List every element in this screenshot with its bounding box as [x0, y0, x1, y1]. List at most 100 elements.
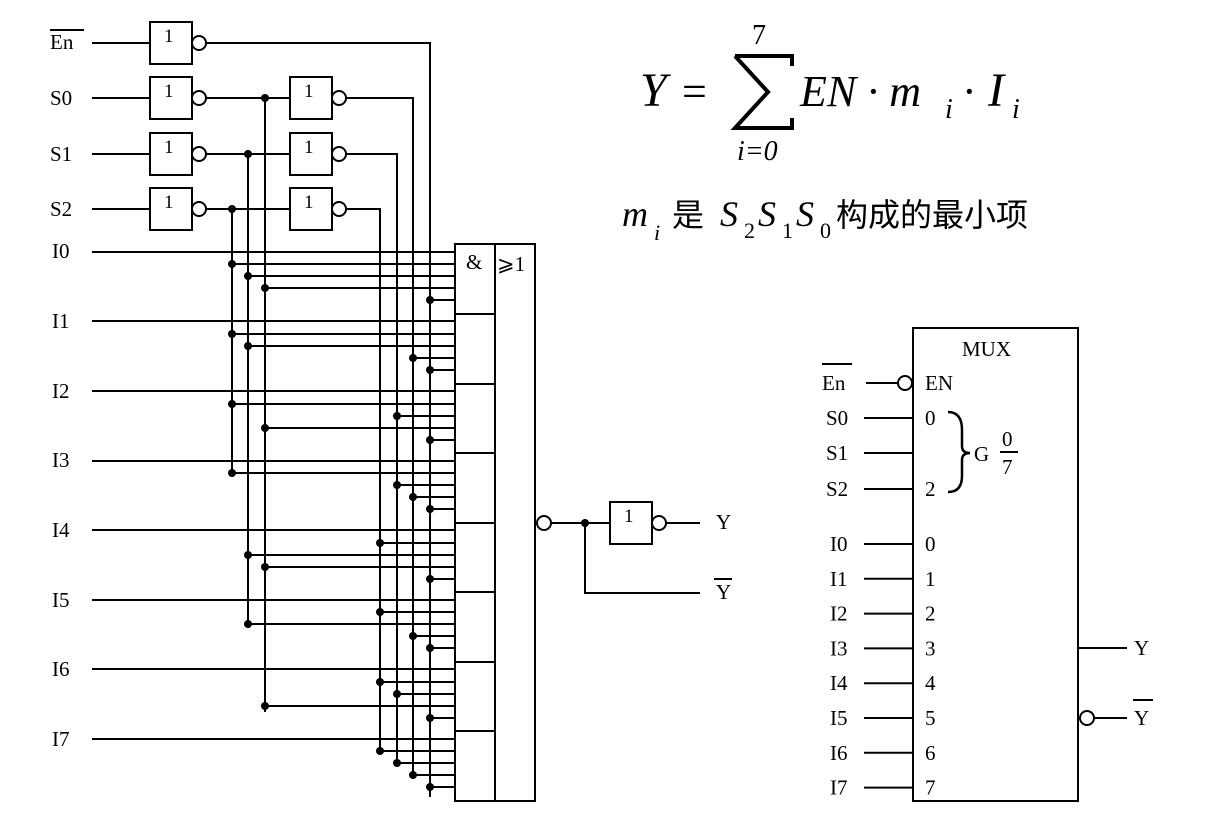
mux-data-pin-1: 1	[925, 567, 936, 591]
svg-text:=: =	[682, 67, 707, 116]
svg-text:Y: Y	[640, 64, 671, 117]
junction-dot	[409, 771, 417, 779]
mux-group-den: 7	[1002, 455, 1013, 479]
svg-text:1: 1	[164, 26, 174, 47]
mux-sel-pin-2: 2	[925, 477, 936, 501]
mux-out-y: Y	[1134, 636, 1149, 660]
select-input-wires	[92, 42, 150, 210]
junction-dot	[409, 354, 417, 362]
junction-dots	[228, 94, 434, 791]
svg-text:i: i	[654, 220, 660, 245]
input-label-s1: S1	[50, 142, 72, 166]
junction-dot	[244, 150, 252, 158]
inverter-s1-second: 1	[289, 132, 347, 176]
junction-dot	[261, 424, 269, 432]
input-label-i6: I6	[52, 657, 70, 681]
svg-text:0: 0	[820, 218, 831, 243]
mux-group-label: G	[974, 442, 989, 466]
svg-text:S: S	[758, 194, 776, 234]
junction-dot	[393, 690, 401, 698]
junction-dot	[426, 505, 434, 513]
junction-dot	[244, 620, 252, 628]
junction-dot	[376, 747, 384, 755]
mux-data-pin-4: 4	[925, 671, 936, 695]
input-label-s2: S2	[50, 197, 72, 221]
mux-en-pin: EN	[925, 371, 953, 395]
input-label-i4: I4	[52, 518, 70, 542]
mux-s0-input: S0	[826, 406, 848, 430]
svg-text:2: 2	[744, 218, 755, 243]
output-ybar-label: Y	[716, 580, 731, 604]
junction-dot	[426, 575, 434, 583]
svg-text:1: 1	[304, 81, 314, 102]
mux-outputs: Y Y	[1078, 636, 1153, 730]
mux-data-pin-3: 3	[925, 636, 936, 660]
mux-data-pin-5: 5	[925, 706, 936, 730]
input-label-s0: S0	[50, 86, 72, 110]
mux-data-input-2: I2	[830, 602, 848, 626]
junction-dot	[228, 469, 236, 477]
mux-data-pin-2: 2	[925, 602, 936, 626]
svg-text:m: m	[622, 194, 648, 234]
junction-dot	[261, 94, 269, 102]
and-or-block: & ⩾1	[454, 243, 552, 802]
svg-text:1: 1	[304, 137, 314, 158]
inverter-s2: 1	[149, 187, 207, 231]
mux-s2-input: S2	[826, 477, 848, 501]
junction-dot	[228, 205, 236, 213]
svg-text:是: 是	[672, 196, 704, 234]
junction-dot	[426, 366, 434, 374]
mux-data-pin-0: 0	[925, 532, 936, 556]
data-input-wires	[92, 251, 455, 740]
mux-s1-input: S1	[826, 441, 848, 465]
svg-text:1: 1	[164, 81, 174, 102]
input-label-en: En	[50, 30, 74, 54]
junction-dot	[376, 678, 384, 686]
input-label-i3: I3	[52, 448, 70, 472]
mux-data-pin-6: 6	[925, 741, 936, 765]
svg-text:1: 1	[782, 218, 793, 243]
input-label-i0: I0	[52, 239, 70, 263]
formula-caption: m i 是 S 2 S 1 S 0 构成的最小项	[622, 194, 1028, 245]
svg-text:S: S	[720, 194, 738, 234]
svg-text:i=0: i=0	[737, 136, 778, 167]
mux-data-input-0: I0	[830, 532, 848, 556]
inverter-s0-second: 1	[289, 76, 347, 120]
select-brace	[947, 410, 971, 494]
mux-data-input-7: I7	[830, 776, 848, 800]
junction-dot	[228, 330, 236, 338]
mux-group-num: 0	[1002, 427, 1013, 451]
input-label-i7: I7	[52, 727, 70, 751]
inverter-s2-second: 1	[289, 187, 347, 231]
mux-out-ybar: Y	[1134, 706, 1149, 730]
gate-input-taps	[232, 263, 455, 788]
and-label: &	[466, 250, 482, 274]
mux-data-input-1: I1	[830, 567, 848, 591]
junction-dot	[261, 702, 269, 710]
svg-text:i: i	[945, 94, 953, 125]
junction-dot	[228, 400, 236, 408]
junction-dot	[261, 563, 269, 571]
junction-dot	[426, 644, 434, 652]
svg-text:i: i	[1012, 94, 1020, 125]
svg-text:EN · m: EN · m	[799, 67, 921, 116]
junction-dot	[261, 284, 269, 292]
junction-dot	[393, 481, 401, 489]
mux-sel-pin-0: 0	[925, 406, 936, 430]
mux-data-input-3: I3	[830, 636, 848, 660]
mux-data-input-5: I5	[830, 706, 848, 730]
inverter-s0: 1	[149, 76, 207, 120]
junction-dot	[244, 342, 252, 350]
svg-text:S: S	[796, 194, 814, 234]
output-section: 1	[551, 501, 700, 594]
output-y-label: Y	[716, 510, 731, 534]
svg-text:1: 1	[164, 192, 174, 213]
svg-text:1: 1	[624, 506, 634, 527]
junction-dot	[426, 296, 434, 304]
mux-data-input-4: I4	[830, 671, 848, 695]
junction-dot	[426, 436, 434, 444]
mux-title: MUX	[962, 337, 1011, 361]
junction-dot	[409, 493, 417, 501]
